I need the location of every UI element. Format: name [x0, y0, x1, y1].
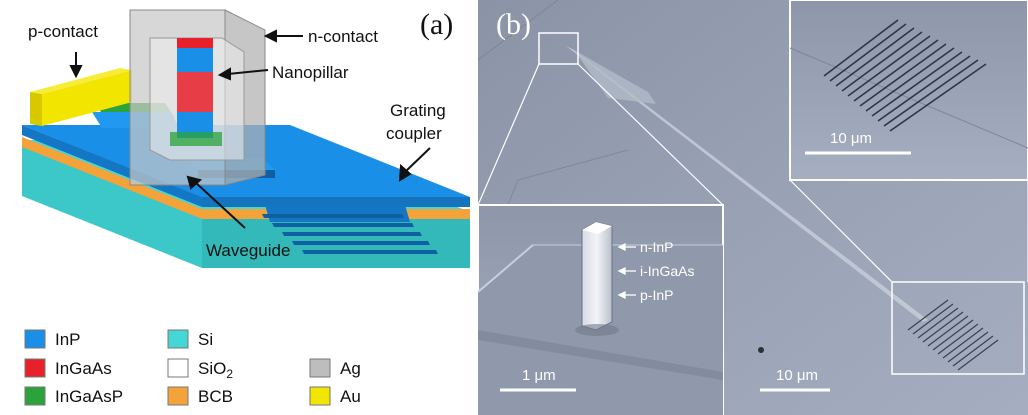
pillar-inset: n-InP i-InGaAs p-InP 1 μm: [478, 204, 724, 415]
nanopillar: [170, 38, 222, 146]
pillar-label-p-inp: p-InP: [640, 287, 673, 303]
device-schematic: p-contact n-contact Nanopillar Grating c…: [22, 8, 470, 406]
legend-swatch-ingaas: [24, 358, 46, 378]
legend-label-ingaas: InGaAs: [55, 359, 112, 378]
inp-slab-front: [22, 125, 202, 207]
p-contact-front: [30, 92, 42, 126]
legend-swatch-si: [167, 329, 189, 349]
legend-swatch-au: [309, 386, 331, 406]
bcb-layer-front: [22, 137, 202, 219]
scale-label-top-inset: 10 μm: [830, 130, 872, 147]
sem-waveguide-taper: [566, 46, 928, 322]
legend-swatch-sio2: [167, 358, 189, 378]
sem-pillar: [581, 221, 613, 331]
p-contact-top: [30, 68, 132, 94]
inset-grating-lines: [823, 19, 987, 132]
waveguide-label: Waveguide: [206, 241, 290, 260]
callout-arrows: [69, 29, 431, 229]
legend-swatch-inp: [24, 329, 46, 349]
pillar-zoom-box: [538, 32, 579, 65]
surface-particle: [758, 347, 764, 353]
scale-label-main: 10 μm: [776, 367, 818, 384]
panel-a-label: (a): [420, 8, 453, 41]
grating-inset: 10 μm: [789, 0, 1028, 181]
legend: InP InGaAs InGaAsP Si SiO2 BCB Ag Au: [24, 329, 361, 406]
pillar-label-n-inp: n-InP: [640, 239, 673, 255]
legend-label-si: Si: [198, 330, 213, 349]
panel-b-label: (b): [496, 8, 531, 41]
legend-label-ingaasp: InGaAsP: [55, 387, 123, 406]
p-contact-label: p-contact: [28, 22, 98, 41]
legend-label-sio2: SiO2: [198, 359, 233, 381]
sem-micrograph: 10 μm n-InP i-InGaAs p-InP 1 μm 10 μm (b…: [478, 0, 1028, 415]
surface-edge: [478, 0, 559, 61]
zoom-connectors: [478, 63, 1028, 283]
grating-label-line2: coupler: [386, 124, 442, 143]
nanopillar-label: Nanopillar: [272, 63, 349, 82]
grating-label-line1: Grating: [390, 101, 446, 120]
p-contact-side: [42, 70, 132, 126]
inp-slab-side: [202, 197, 470, 207]
legend-swatch-bcb: [167, 386, 189, 406]
legend-swatch-ag: [309, 358, 331, 378]
sem-taper-region: [574, 50, 656, 104]
n-contact-label: n-contact: [308, 27, 378, 46]
grating-zoom-box: [891, 281, 1025, 375]
si-layer-front: [22, 140, 202, 268]
legend-label-inp: InP: [55, 330, 81, 349]
legend-label-bcb: BCB: [198, 387, 233, 406]
grating-coupler: [262, 205, 438, 254]
legend-label-au: Au: [340, 387, 361, 406]
legend-swatch-ingaasp: [24, 386, 46, 406]
pillar-label-arrows: [617, 242, 636, 300]
legend-label-ag: Ag: [340, 359, 361, 378]
pillar-label-i-ingaas: i-InGaAs: [640, 263, 694, 279]
scale-label-left-inset: 1 μm: [522, 367, 556, 384]
